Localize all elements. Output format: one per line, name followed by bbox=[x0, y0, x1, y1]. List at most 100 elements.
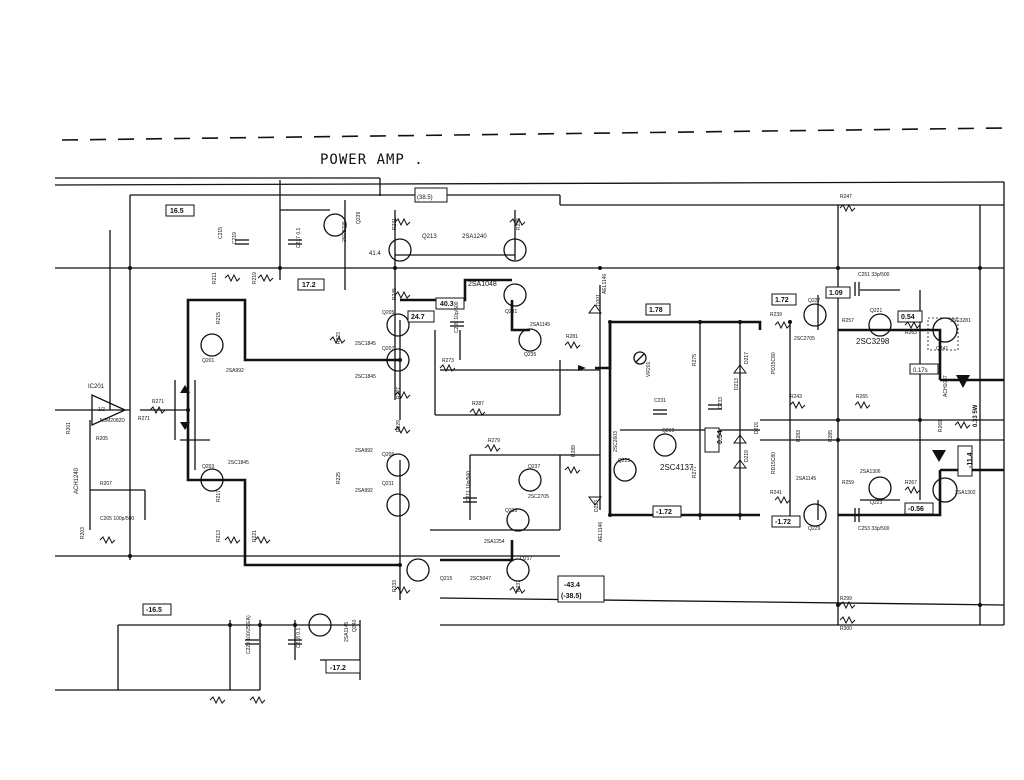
component-label: C253 33p/500 bbox=[858, 526, 890, 532]
component-label: R205 bbox=[96, 436, 108, 442]
component-label: Q209 bbox=[382, 452, 394, 458]
component-label: 2SC1845 bbox=[355, 341, 376, 347]
resistor bbox=[394, 585, 411, 595]
transistor-q243 bbox=[932, 477, 958, 503]
voltage-box: -16.5 bbox=[146, 607, 162, 614]
component-label: 2SC2705 bbox=[342, 221, 348, 242]
component-label: R239 bbox=[770, 312, 782, 318]
component-label: R213 bbox=[216, 530, 222, 542]
component-label: R207 bbox=[100, 481, 112, 487]
component-label: ACH1087 bbox=[943, 375, 949, 397]
voltage-box: 16.5 bbox=[170, 208, 184, 215]
voltage-box: 0.54 bbox=[717, 430, 724, 444]
component-label: Q213 bbox=[422, 234, 437, 240]
component-label: Q231 bbox=[505, 309, 517, 315]
component-label: 2SA1145 bbox=[530, 322, 550, 328]
component-label: Q219 bbox=[662, 428, 674, 434]
transistor-q203 bbox=[200, 468, 224, 492]
transistor-q213 bbox=[388, 238, 412, 262]
component-label: D215 bbox=[754, 422, 760, 434]
component-label: R267 bbox=[905, 480, 917, 486]
component-label: C233 bbox=[718, 397, 724, 409]
component-label: R223 bbox=[336, 332, 342, 344]
component-label: R247 bbox=[840, 194, 852, 200]
component-label: 2SA1048 bbox=[468, 281, 497, 288]
resistor bbox=[839, 203, 856, 213]
resistor bbox=[394, 425, 411, 435]
component-label: 2SA992 bbox=[355, 488, 373, 494]
component-label: D213 bbox=[734, 378, 740, 390]
component-label: PD15C80 bbox=[771, 352, 777, 374]
transistor-q201 bbox=[200, 333, 224, 357]
resistor bbox=[469, 407, 486, 417]
transistor-q229 bbox=[803, 503, 827, 527]
component-label: C231 bbox=[654, 398, 666, 404]
component-label: R235 bbox=[516, 218, 522, 230]
component-label: Q211 bbox=[382, 481, 394, 487]
component-label: C251 33p/500 bbox=[858, 272, 890, 278]
component-label: Q221 bbox=[870, 308, 882, 314]
component-label: 2SC1845 bbox=[228, 460, 249, 466]
component-label: AEL1146 bbox=[602, 274, 608, 294]
component-label: 1/2 bbox=[98, 407, 105, 413]
resistor bbox=[564, 465, 581, 475]
component-label: C220 100/25(EA) bbox=[246, 615, 252, 654]
resistor bbox=[394, 217, 411, 227]
resistor bbox=[254, 535, 271, 545]
resistor bbox=[789, 400, 806, 410]
component-label: 2SC2705 bbox=[794, 336, 815, 342]
voltage-box: -11.4 bbox=[967, 452, 974, 468]
resistor bbox=[394, 390, 411, 400]
junctions bbox=[128, 266, 982, 627]
section-title: POWER AMP . bbox=[320, 152, 424, 168]
component-label: R241 bbox=[770, 490, 782, 496]
voltage-box: 40.3 bbox=[440, 301, 454, 308]
voltage-readouts: 16.5 17.2 41.4 24.7 40.3 (38.5) 1.78 0.5… bbox=[142, 187, 974, 674]
component-label: D201 bbox=[596, 294, 602, 306]
component-label: R245 bbox=[392, 288, 398, 300]
voltage-box: 0.17s bbox=[913, 368, 928, 374]
component-label: R243 bbox=[790, 394, 802, 400]
resistor bbox=[904, 485, 921, 495]
component-label: R229 bbox=[396, 420, 402, 432]
component-label: Q207 bbox=[382, 346, 394, 352]
component-label: 2SA992 bbox=[355, 448, 373, 454]
component-label: 0.33 5W bbox=[973, 404, 979, 427]
component-label: R269 bbox=[938, 420, 944, 432]
component-label: Q239 bbox=[356, 212, 362, 224]
voltage-box: -17.2 bbox=[330, 665, 346, 672]
component-label: R221 bbox=[252, 530, 258, 542]
component-label: ACH1240 bbox=[74, 467, 80, 494]
resistor bbox=[484, 443, 501, 453]
component-label: C215 bbox=[218, 227, 224, 239]
resistor bbox=[904, 320, 921, 330]
component-label: Q240 bbox=[352, 620, 358, 632]
component-label: R257 bbox=[842, 318, 854, 324]
transistor-q205 bbox=[386, 313, 410, 337]
component-label: R201 bbox=[66, 422, 72, 434]
resistor bbox=[209, 695, 226, 705]
component-label: R283 bbox=[796, 430, 802, 442]
component-label: R237 bbox=[516, 580, 522, 592]
component-label: R271 bbox=[152, 399, 164, 405]
component-label: R259 bbox=[842, 480, 854, 486]
transistor-q207 bbox=[386, 348, 410, 372]
component-label: 2SA1306 bbox=[860, 469, 881, 475]
component-label: 2SA1145 bbox=[796, 476, 816, 482]
voltage-box: -1.72 bbox=[656, 509, 672, 516]
resistor bbox=[509, 585, 526, 595]
component-label: Q241 bbox=[936, 346, 948, 352]
transistor-q237 bbox=[518, 468, 542, 492]
component-label: 2SA992 bbox=[226, 368, 244, 374]
voltage-box: 24.7 bbox=[411, 314, 425, 321]
component-label: R265 bbox=[856, 394, 868, 400]
transistor-q209 bbox=[386, 453, 410, 477]
transistor-q219 bbox=[653, 433, 677, 457]
component-label: C209 10p/500 bbox=[454, 301, 460, 333]
voltage-box: -1.72 bbox=[775, 519, 791, 526]
voltage-box: (38.5) bbox=[417, 195, 433, 201]
resistor bbox=[839, 600, 856, 610]
component-label: 2SC2705 bbox=[528, 494, 549, 500]
component-label: R219 bbox=[252, 272, 258, 284]
component-label: Q237 bbox=[528, 464, 540, 470]
